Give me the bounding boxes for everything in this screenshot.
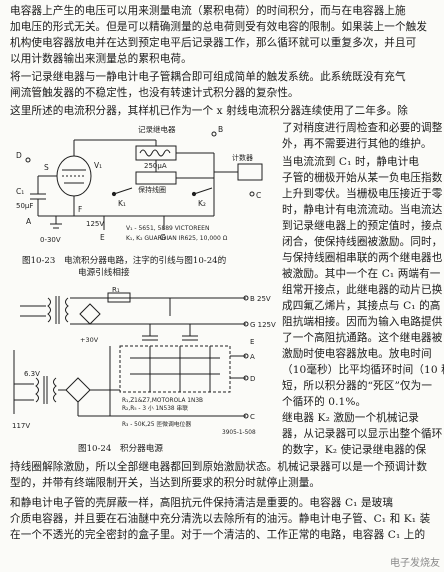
paragraph-line: 持线圈解除激励，所以全部继电器都回到原始激励状态。机械记录器可以是一个预调计数	[10, 461, 428, 473]
label-k2: K₂	[198, 199, 206, 208]
column-line: 了对稍度进行周检查和必要的调整	[282, 122, 443, 134]
column-line: 了一个高阻抗通路。这个继电器被	[282, 332, 443, 344]
diagram-note: R₂,R₅ - 3 小 1N538 串联	[122, 404, 188, 412]
column-line: 个循环的 0.1%。	[282, 396, 367, 408]
paragraph-line: 这里所述的电流积分器，其样机已作为一个 x 射线电流积分器连续使用了二年多。除	[10, 105, 408, 117]
label-c1-value: 50μF	[16, 202, 33, 210]
column-line: 外，再不需要进行其他的维护。	[282, 138, 432, 150]
holding-coil	[135, 171, 177, 185]
column-line: 短，所以积分器的“死区”仅为一	[282, 380, 433, 392]
diagram-note: V₁ - 5651, 5889 VICTOREEN	[126, 225, 209, 232]
paragraph-line: 加电压的形式无关。但是可以精确测量的总电荷则受有效电容的限制。如果装上一个触发	[10, 21, 428, 33]
column-line: 上升到零伏。当栅极电压接近于零	[282, 188, 443, 200]
relay-k2	[193, 187, 213, 195]
diagram-note: R₃ - 50K,25 匝微调电位器	[122, 420, 191, 428]
label-e-output: E	[250, 338, 254, 346]
figure-caption: 电源引线相接	[78, 268, 130, 278]
label-counter: 计数器	[232, 153, 253, 162]
column-line: 时，静电计有电流流动。当电流达	[282, 204, 443, 216]
label-holding: 保持线圈	[138, 185, 166, 194]
figure-code: 3905-1-508	[222, 430, 256, 436]
column-line: 当电流流到 C₁ 时，静电计电	[282, 156, 420, 168]
lower-transformer	[35, 376, 57, 404]
label-a: A	[26, 217, 32, 226]
label-f: F	[78, 205, 82, 214]
paragraph-line: 将一记录继电器与一静电计电子管耦合即可组成简单的触发系统。此系统既没有充气	[10, 71, 406, 83]
label-s: S	[44, 163, 49, 172]
column-line: 成四氟乙烯片，其接点与 C₁ 的高	[282, 300, 441, 312]
upper-transformer	[47, 296, 69, 324]
figure-caption: 图10-24 积分器电源	[78, 444, 163, 454]
power-supply-diagram: 6.3V 117V R₁ B 25V G 125V E A D C +30V R…	[12, 286, 276, 436]
column-line: 的数字，K₂ 使记录继电器的保	[282, 444, 427, 456]
paragraph-line: 闸流管触发器的不稳定性，也没有转速计式积分器的复杂性。	[10, 87, 299, 99]
label-117v: 117V	[12, 422, 30, 430]
label-g: G	[160, 233, 166, 242]
column-line: 阻抗端相接。因而为输入电路提供	[282, 316, 443, 328]
label-plus-30v: +30V	[80, 336, 99, 344]
column-line: （10毫秒）比平均循环时间（10 秒）	[282, 364, 444, 376]
column-line: 子管的栅极开始从某一负电压指数	[282, 172, 443, 184]
bridge-rectifier	[65, 377, 91, 403]
paragraph-line: 和静电计电子管的壳屏蔽一样，高阻抗元件保持清洁是重要的。电容器 C₁ 是玻璃	[10, 497, 394, 509]
label-6-3v: 6.3V	[24, 370, 40, 378]
column-line: 到记录继电器上的预定值时，接点	[282, 220, 443, 232]
column-line: 组常开接点，此继电器的动片已换	[282, 284, 443, 296]
figure-caption: 图10-23 电流积分器电路，注字的引线与图10-24的	[22, 256, 227, 266]
label-k1: K₁	[118, 199, 126, 208]
column-line: 激励时使电容器放电。放电时间	[282, 348, 432, 360]
rectifier	[79, 303, 101, 325]
label-0-30v: 0-30V	[40, 236, 61, 244]
paragraph-line: 以用计数器输出来测量总的累积电荷。	[10, 53, 192, 65]
label-b: B	[218, 125, 223, 134]
watermark: 电子发烧友	[390, 558, 440, 569]
label-b-output: B 25V	[250, 295, 271, 303]
paragraph-line: 介质电容器，并且要在石油醚中充分清洗以去除所有的油污。静电计电子管、C₁ 和 K…	[10, 513, 431, 525]
paragraph-line: 在一个不透光的完全密封的盒子里。对于一个清洁的、工作正常的电路，电容器 C₁ 上…	[10, 529, 426, 541]
column-line: 与保持线圈相串联的两个继电器也	[282, 252, 443, 264]
label-d: D	[16, 151, 22, 160]
counter	[237, 163, 263, 181]
diagram-note: K₁, K₂ GUARDIAN IR625, 10,000 Ω	[126, 235, 228, 242]
label-c: C	[256, 191, 261, 200]
label-c1: C₁	[16, 187, 24, 196]
paragraph-line: 机构使电容器放电并在达到预定电平后记录器工作，那么循环就可以重复多次，并且可	[10, 37, 417, 49]
label-g-output: G 125V	[250, 321, 276, 329]
integrator-circuit-diagram: 记录继电器 250μA 保持线圈 C₁ 50μF 计数器 K₁ K₂ V₁ F …	[16, 124, 263, 244]
label-c-output: C	[250, 413, 255, 421]
label-e: E	[100, 233, 105, 242]
label-v1: V₁	[94, 161, 102, 170]
column-line: 继电器 K₂ 激励一个机械记录	[282, 412, 419, 424]
column-line: 器，从记录器可以显示出整个循环	[282, 428, 443, 440]
relay-k1	[113, 187, 133, 195]
label-recorder: 记录继电器	[138, 124, 176, 134]
zener-string	[119, 345, 231, 393]
diagram-note: R₁,Z1&Z7,MOTOROLA 1N3B	[122, 398, 203, 404]
paragraph-line: 电容器上产生的电压可以用来测量电流（累积电荷）的时间积分，而与在电容器上施	[10, 5, 406, 17]
paragraph-line: 型的，并带有终端限制开关，当达到所要求的积分时就停止测量。	[10, 477, 321, 489]
label-a-output: A	[250, 353, 255, 361]
label-r1: R₁	[112, 286, 120, 294]
label-d-output: D	[250, 375, 255, 383]
resistor-r1	[107, 292, 131, 303]
label-125v: 125V	[86, 220, 104, 228]
column-line: 闭合，使保持线圈被激励。同时，	[282, 236, 443, 248]
column-line: 被激励。其中一个在 C₁ 两端有一	[282, 268, 441, 280]
label-recorder-value: 250μA	[144, 162, 167, 170]
